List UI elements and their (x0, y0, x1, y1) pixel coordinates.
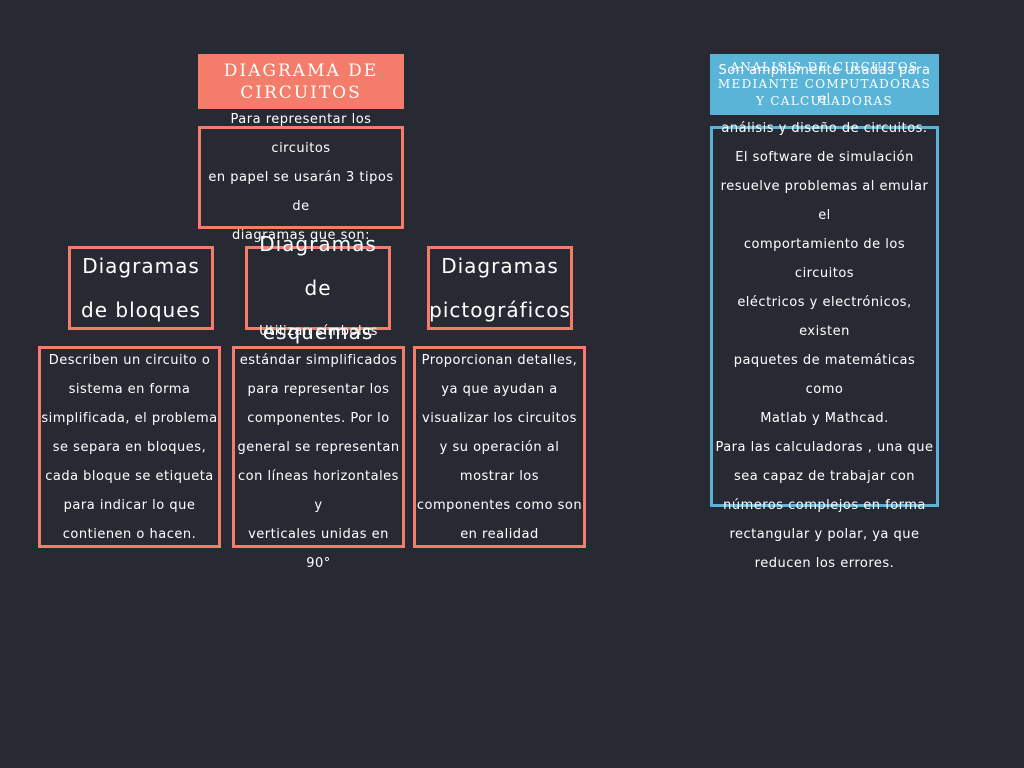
description-box-pictograficos: Proporcionan detalles, ya que ayudan a v… (413, 346, 586, 548)
type-box-esquemas: Diagramas de esquemas (245, 232, 391, 344)
main-title-box: DIAGRAMA DE CIRCUITOS (198, 54, 404, 109)
type-box-bloques: Diagramas de bloques (68, 246, 214, 330)
intro-text: Para representar los circuitos en papel … (208, 112, 394, 243)
side-title: ANALISIS DE CIRCUITOS MEDIANTE COMPUTADO… (717, 60, 932, 108)
type-label-pictograficos: Diagramas pictográficos (429, 254, 571, 322)
description-esquemas: Utilizan símbolos estándar simplificados… (237, 323, 400, 571)
type-label-esquemas: Diagramas de esquemas (259, 232, 377, 344)
description-box-bloques: Describen un circuito o sistema en forma… (38, 346, 221, 548)
type-box-pictograficos: Diagramas pictográficos (427, 246, 573, 330)
side-description: Son ampliamente usadas para el análisis … (715, 62, 934, 571)
side-description-box: Son ampliamente usadas para el análisis … (710, 63, 939, 571)
side-title-box: ANALISIS DE CIRCUITOS MEDIANTE COMPUTADO… (710, 54, 939, 115)
main-title: DIAGRAMA DE CIRCUITOS (223, 60, 379, 103)
description-pictograficos: Proporcionan detalles, ya que ayudan a v… (416, 352, 583, 542)
type-label-bloques: Diagramas de bloques (81, 254, 201, 322)
intro-box: Para representar los circuitos en papel … (198, 112, 404, 243)
description-bloques: Describen un circuito o sistema en forma… (41, 352, 218, 542)
description-box-esquemas: Utilizan símbolos estándar simplificados… (232, 324, 405, 571)
